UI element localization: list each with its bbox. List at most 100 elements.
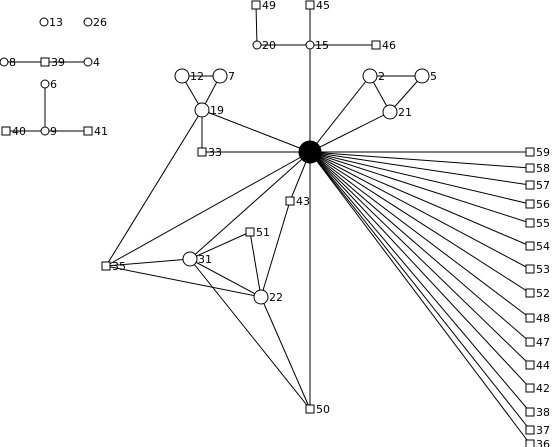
node-label-13: 13 bbox=[49, 16, 63, 29]
hub-node bbox=[298, 140, 322, 164]
node-marker-15 bbox=[305, 40, 315, 50]
node-40: 40 bbox=[1, 125, 26, 138]
edge-22-50 bbox=[260, 296, 311, 410]
node-marker-31 bbox=[182, 251, 198, 267]
node-marker-12 bbox=[174, 68, 190, 84]
edge-51-22 bbox=[249, 231, 262, 298]
edge-hub-42 bbox=[309, 151, 531, 389]
node-label-8: 8 bbox=[9, 56, 16, 69]
node-marker-58 bbox=[525, 163, 535, 173]
node-marker-5 bbox=[414, 68, 430, 84]
node-marker-33 bbox=[197, 147, 207, 157]
node-label-26: 26 bbox=[93, 16, 107, 29]
node-marker-26 bbox=[83, 17, 93, 27]
node-marker-55 bbox=[525, 218, 535, 228]
node-marker-46 bbox=[371, 40, 381, 50]
node-label-44: 44 bbox=[536, 359, 550, 372]
node-label-43: 43 bbox=[296, 195, 310, 208]
node-label-31: 31 bbox=[198, 253, 212, 266]
node-label-49: 49 bbox=[262, 0, 276, 12]
edge-35-22 bbox=[105, 265, 262, 298]
node-marker-59 bbox=[525, 147, 535, 157]
node-label-2: 2 bbox=[378, 70, 385, 83]
node-marker-43 bbox=[285, 196, 295, 206]
node-marker-37 bbox=[525, 425, 535, 435]
edge-hub-37 bbox=[309, 151, 531, 431]
node-36: 36 bbox=[525, 438, 550, 447]
node-label-12: 12 bbox=[190, 70, 204, 83]
node-label-47: 47 bbox=[536, 336, 550, 349]
node-45: 45 bbox=[305, 0, 330, 12]
edge-2-hub bbox=[309, 75, 371, 153]
node-label-22: 22 bbox=[269, 291, 283, 304]
node-47: 47 bbox=[525, 336, 550, 349]
node-21: 21 bbox=[382, 104, 412, 120]
node-label-33: 33 bbox=[208, 146, 222, 159]
node-label-38: 38 bbox=[536, 406, 550, 419]
node-6: 6 bbox=[40, 78, 57, 91]
edge-hub-55 bbox=[309, 151, 531, 224]
node-label-42: 42 bbox=[536, 382, 550, 395]
node-marker-35 bbox=[101, 261, 111, 271]
edge-51-31 bbox=[189, 231, 251, 260]
node-37: 37 bbox=[525, 424, 550, 437]
node-label-35: 35 bbox=[112, 260, 126, 273]
edge-49-20 bbox=[255, 4, 258, 46]
node-56: 56 bbox=[525, 198, 550, 211]
node-label-58: 58 bbox=[536, 162, 550, 175]
node-31: 31 bbox=[182, 251, 212, 267]
edge-hub-35 bbox=[105, 151, 311, 267]
node-marker-21 bbox=[382, 104, 398, 120]
node-label-40: 40 bbox=[12, 125, 26, 138]
node-label-37: 37 bbox=[536, 424, 550, 437]
edge-hub-44 bbox=[309, 151, 531, 366]
node-marker-45 bbox=[305, 0, 315, 10]
node-marker-2 bbox=[362, 68, 378, 84]
node-8: 8 bbox=[0, 56, 16, 69]
node-44: 44 bbox=[525, 359, 550, 372]
node-label-51: 51 bbox=[256, 226, 270, 239]
node-49: 49 bbox=[251, 0, 276, 12]
edge-hub-56 bbox=[309, 151, 531, 205]
node-marker-41 bbox=[83, 126, 93, 136]
node-marker-hub bbox=[298, 140, 322, 164]
node-label-20: 20 bbox=[262, 39, 276, 52]
edge-hub-58 bbox=[309, 151, 531, 169]
node-label-54: 54 bbox=[536, 240, 550, 253]
node-7: 7 bbox=[212, 68, 235, 84]
edge-35-31 bbox=[105, 258, 191, 267]
edge-21-hub bbox=[309, 111, 391, 153]
node-43: 43 bbox=[285, 195, 310, 208]
node-label-56: 56 bbox=[536, 198, 550, 211]
node-marker-49 bbox=[251, 0, 261, 10]
edge-hub-48 bbox=[309, 151, 531, 319]
node-marker-51 bbox=[245, 227, 255, 237]
graph-edges bbox=[4, 4, 531, 445]
node-label-41: 41 bbox=[94, 125, 108, 138]
node-marker-22 bbox=[253, 289, 269, 305]
node-marker-48 bbox=[525, 313, 535, 323]
edge-hub-53 bbox=[309, 151, 531, 270]
edge-hub-36 bbox=[309, 151, 531, 445]
node-label-39: 39 bbox=[51, 56, 65, 69]
node-5: 5 bbox=[414, 68, 437, 84]
node-marker-40 bbox=[1, 126, 11, 136]
node-marker-39 bbox=[40, 57, 50, 67]
edge-hub-54 bbox=[309, 151, 531, 247]
node-15: 15 bbox=[305, 39, 329, 52]
node-38: 38 bbox=[525, 406, 550, 419]
node-label-6: 6 bbox=[50, 78, 57, 91]
node-13: 13 bbox=[39, 16, 63, 29]
node-marker-20 bbox=[252, 40, 262, 50]
node-41: 41 bbox=[83, 125, 108, 138]
node-marker-4 bbox=[83, 57, 93, 67]
node-marker-36 bbox=[525, 439, 535, 447]
node-marker-6 bbox=[40, 79, 50, 89]
edge-31-22 bbox=[189, 258, 262, 298]
node-marker-19 bbox=[194, 102, 210, 118]
edge-hub-57 bbox=[309, 151, 531, 186]
node-20: 20 bbox=[252, 39, 276, 52]
node-marker-52 bbox=[525, 288, 535, 298]
node-label-48: 48 bbox=[536, 312, 550, 325]
node-label-50: 50 bbox=[316, 403, 330, 416]
